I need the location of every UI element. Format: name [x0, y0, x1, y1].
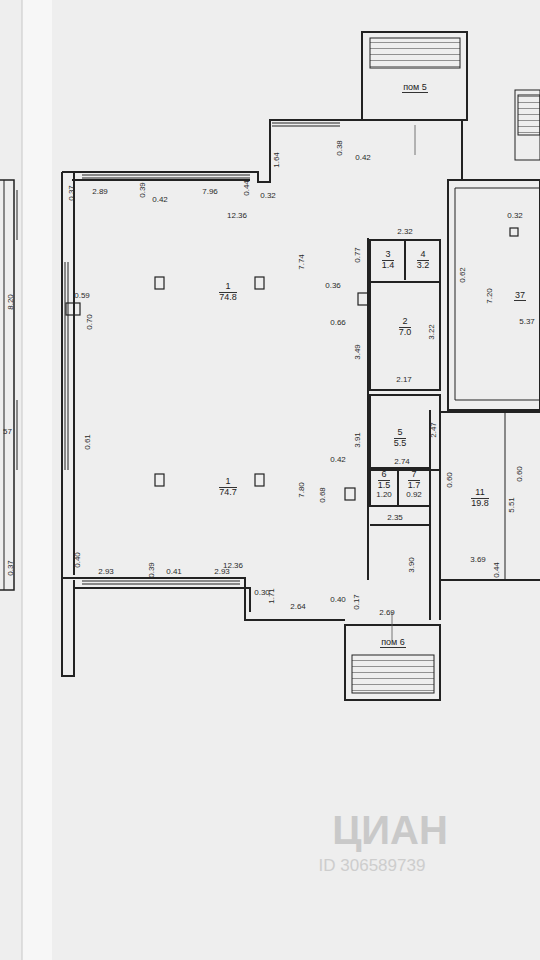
watermark: ЦИАН: [331, 810, 449, 850]
stair-room: пом 5: [402, 83, 428, 94]
dimension: 0.77: [354, 246, 362, 264]
door-arrows: [392, 125, 415, 640]
room-number: 5: [394, 428, 407, 439]
dimension: 0.38: [336, 139, 344, 157]
room-area: 1.5: [378, 481, 391, 491]
dimension: 8.20: [7, 293, 15, 311]
watermark: ID 306589739: [318, 857, 427, 874]
dimension: 57: [2, 428, 13, 436]
room: 31.4: [382, 250, 395, 271]
room: 174.7: [219, 477, 237, 498]
dimension: 2.17: [395, 376, 413, 384]
dimension: 7.20: [486, 287, 494, 305]
dimension: 2.74: [393, 458, 411, 466]
dimension: 0.68: [319, 486, 327, 504]
room-number: 1: [219, 477, 237, 488]
room-number: 37: [514, 291, 526, 302]
dimension: 12.36: [222, 562, 244, 570]
room-area: 19.8: [471, 499, 489, 509]
dimension: 7.74: [298, 253, 306, 271]
dimension: 2.32: [396, 228, 414, 236]
dimension: 0.59: [73, 292, 91, 300]
room-area: 1.7: [408, 481, 421, 491]
room-number: 7: [408, 470, 421, 481]
room: 1119.8: [471, 488, 489, 509]
dimension: 0.41: [165, 568, 183, 576]
dimension: 1.64: [273, 151, 281, 169]
room-area: 74.8: [219, 293, 237, 303]
windows: [17, 123, 340, 584]
dimension: 12.36: [226, 212, 248, 220]
dimension: 3.69: [469, 556, 487, 564]
dimension: 3.90: [408, 556, 416, 574]
dimension: 0.32: [506, 212, 524, 220]
dimension: 0.40: [329, 596, 347, 604]
dimension: 0.61: [84, 433, 92, 451]
room: 174.8: [219, 282, 237, 303]
dimension: 5.51: [508, 496, 516, 514]
room: 37: [514, 291, 526, 302]
room: 27.0: [399, 317, 412, 338]
dimension: 3.91: [354, 431, 362, 449]
room-area: 5.5: [394, 439, 407, 449]
room-number: 1: [219, 282, 237, 293]
walls: [0, 32, 540, 700]
dimension: 0.42: [329, 456, 347, 464]
dimension: 0.32: [259, 192, 277, 200]
dimension: 1.20: [375, 491, 393, 499]
dimension: 2.64: [289, 603, 307, 611]
dimension: 1.71: [268, 587, 276, 605]
room: 43.2: [417, 250, 430, 271]
dimension: 0.39: [148, 561, 156, 579]
room-number: 4: [417, 250, 430, 261]
room-number: 3: [382, 250, 395, 261]
room-area: 74.7: [219, 488, 237, 498]
dimension: 2.89: [91, 188, 109, 196]
room-area: 7.0: [399, 328, 412, 338]
dimension: 0.42: [354, 154, 372, 162]
dimension: 0.44: [493, 561, 501, 579]
dimension: 0.70: [86, 313, 94, 331]
room-number: 11: [471, 488, 489, 499]
room-area: 3.2: [417, 261, 430, 271]
dimension: 0.40: [74, 551, 82, 569]
dimension: 0.36: [324, 282, 342, 290]
room-area: 1.4: [382, 261, 395, 271]
room-number: 6: [378, 470, 391, 481]
room: 61.5: [378, 470, 391, 491]
dimension: 0.17: [353, 593, 361, 611]
columns: [66, 228, 518, 500]
dimension: 2.93: [97, 568, 115, 576]
dimension: 3.22: [428, 323, 436, 341]
dimension: 5.37: [518, 318, 536, 326]
dimension: 2.69: [378, 609, 396, 617]
room-number: 2: [399, 317, 412, 328]
dimension: 2.47: [430, 421, 438, 439]
room-number: пом 6: [380, 638, 406, 649]
dimension: 0.66: [329, 319, 347, 327]
dimension: 0.60: [446, 471, 454, 489]
dimension: 0.42: [151, 196, 169, 204]
dimension: 3.49: [354, 343, 362, 361]
dimension: 0.37: [68, 184, 76, 202]
stair-room: пом 6: [380, 638, 406, 649]
dimension: 0.92: [405, 491, 423, 499]
dimension: 2.35: [386, 514, 404, 522]
room-number: пом 5: [402, 83, 428, 94]
dimension: 0.44: [243, 179, 251, 197]
dimension: 0.39: [139, 181, 147, 199]
dimension: 0.60: [516, 465, 524, 483]
dimension: 7.96: [201, 188, 219, 196]
dimension: 0.37: [7, 559, 15, 577]
room: 55.5: [394, 428, 407, 449]
dimension: 0.62: [459, 266, 467, 284]
dimension: 7.80: [298, 481, 306, 499]
room: 71.7: [408, 470, 421, 491]
